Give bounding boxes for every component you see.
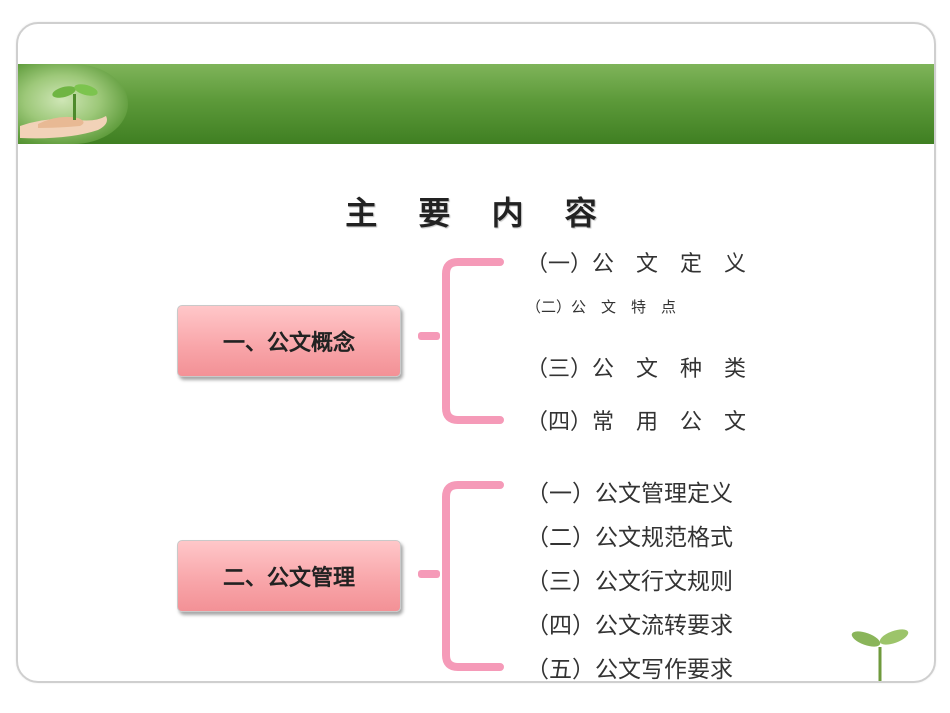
section-label-management: 二、公文管理	[177, 540, 401, 612]
list-item: （三）公文行文规则	[526, 569, 733, 595]
section-label-concept: 一、公文概念	[177, 305, 401, 377]
section-label-text: 二、公文管理	[222, 565, 355, 591]
header-banner	[18, 64, 934, 144]
list-item: （三）公 文 种 类	[526, 357, 747, 382]
sprout-icon	[851, 629, 909, 681]
bracket-2	[442, 481, 504, 671]
slide-frame: 主 要 内 容 一、公文概念 （一）公 文 定 义 （二）公 文 特 点 （三）…	[16, 22, 936, 683]
page-title: 主 要 内 容	[345, 194, 597, 232]
list-item: （二）公 文 特 点	[526, 298, 677, 316]
list-item: （一）公 文 定 义	[526, 252, 747, 277]
list-item: （一）公文管理定义	[526, 481, 733, 507]
seedling-in-hand-icon	[18, 64, 128, 144]
connector-dash	[418, 332, 440, 340]
list-item: （四）常 用 公 文	[526, 410, 747, 435]
connector-dash	[418, 570, 440, 578]
section-label-text: 一、公文概念	[222, 330, 355, 356]
list-item: （四）公文流转要求	[526, 613, 733, 639]
bracket-1	[442, 258, 504, 424]
list-item: （二）公文规范格式	[526, 525, 733, 551]
list-item: （五）公文写作要求	[526, 657, 733, 683]
